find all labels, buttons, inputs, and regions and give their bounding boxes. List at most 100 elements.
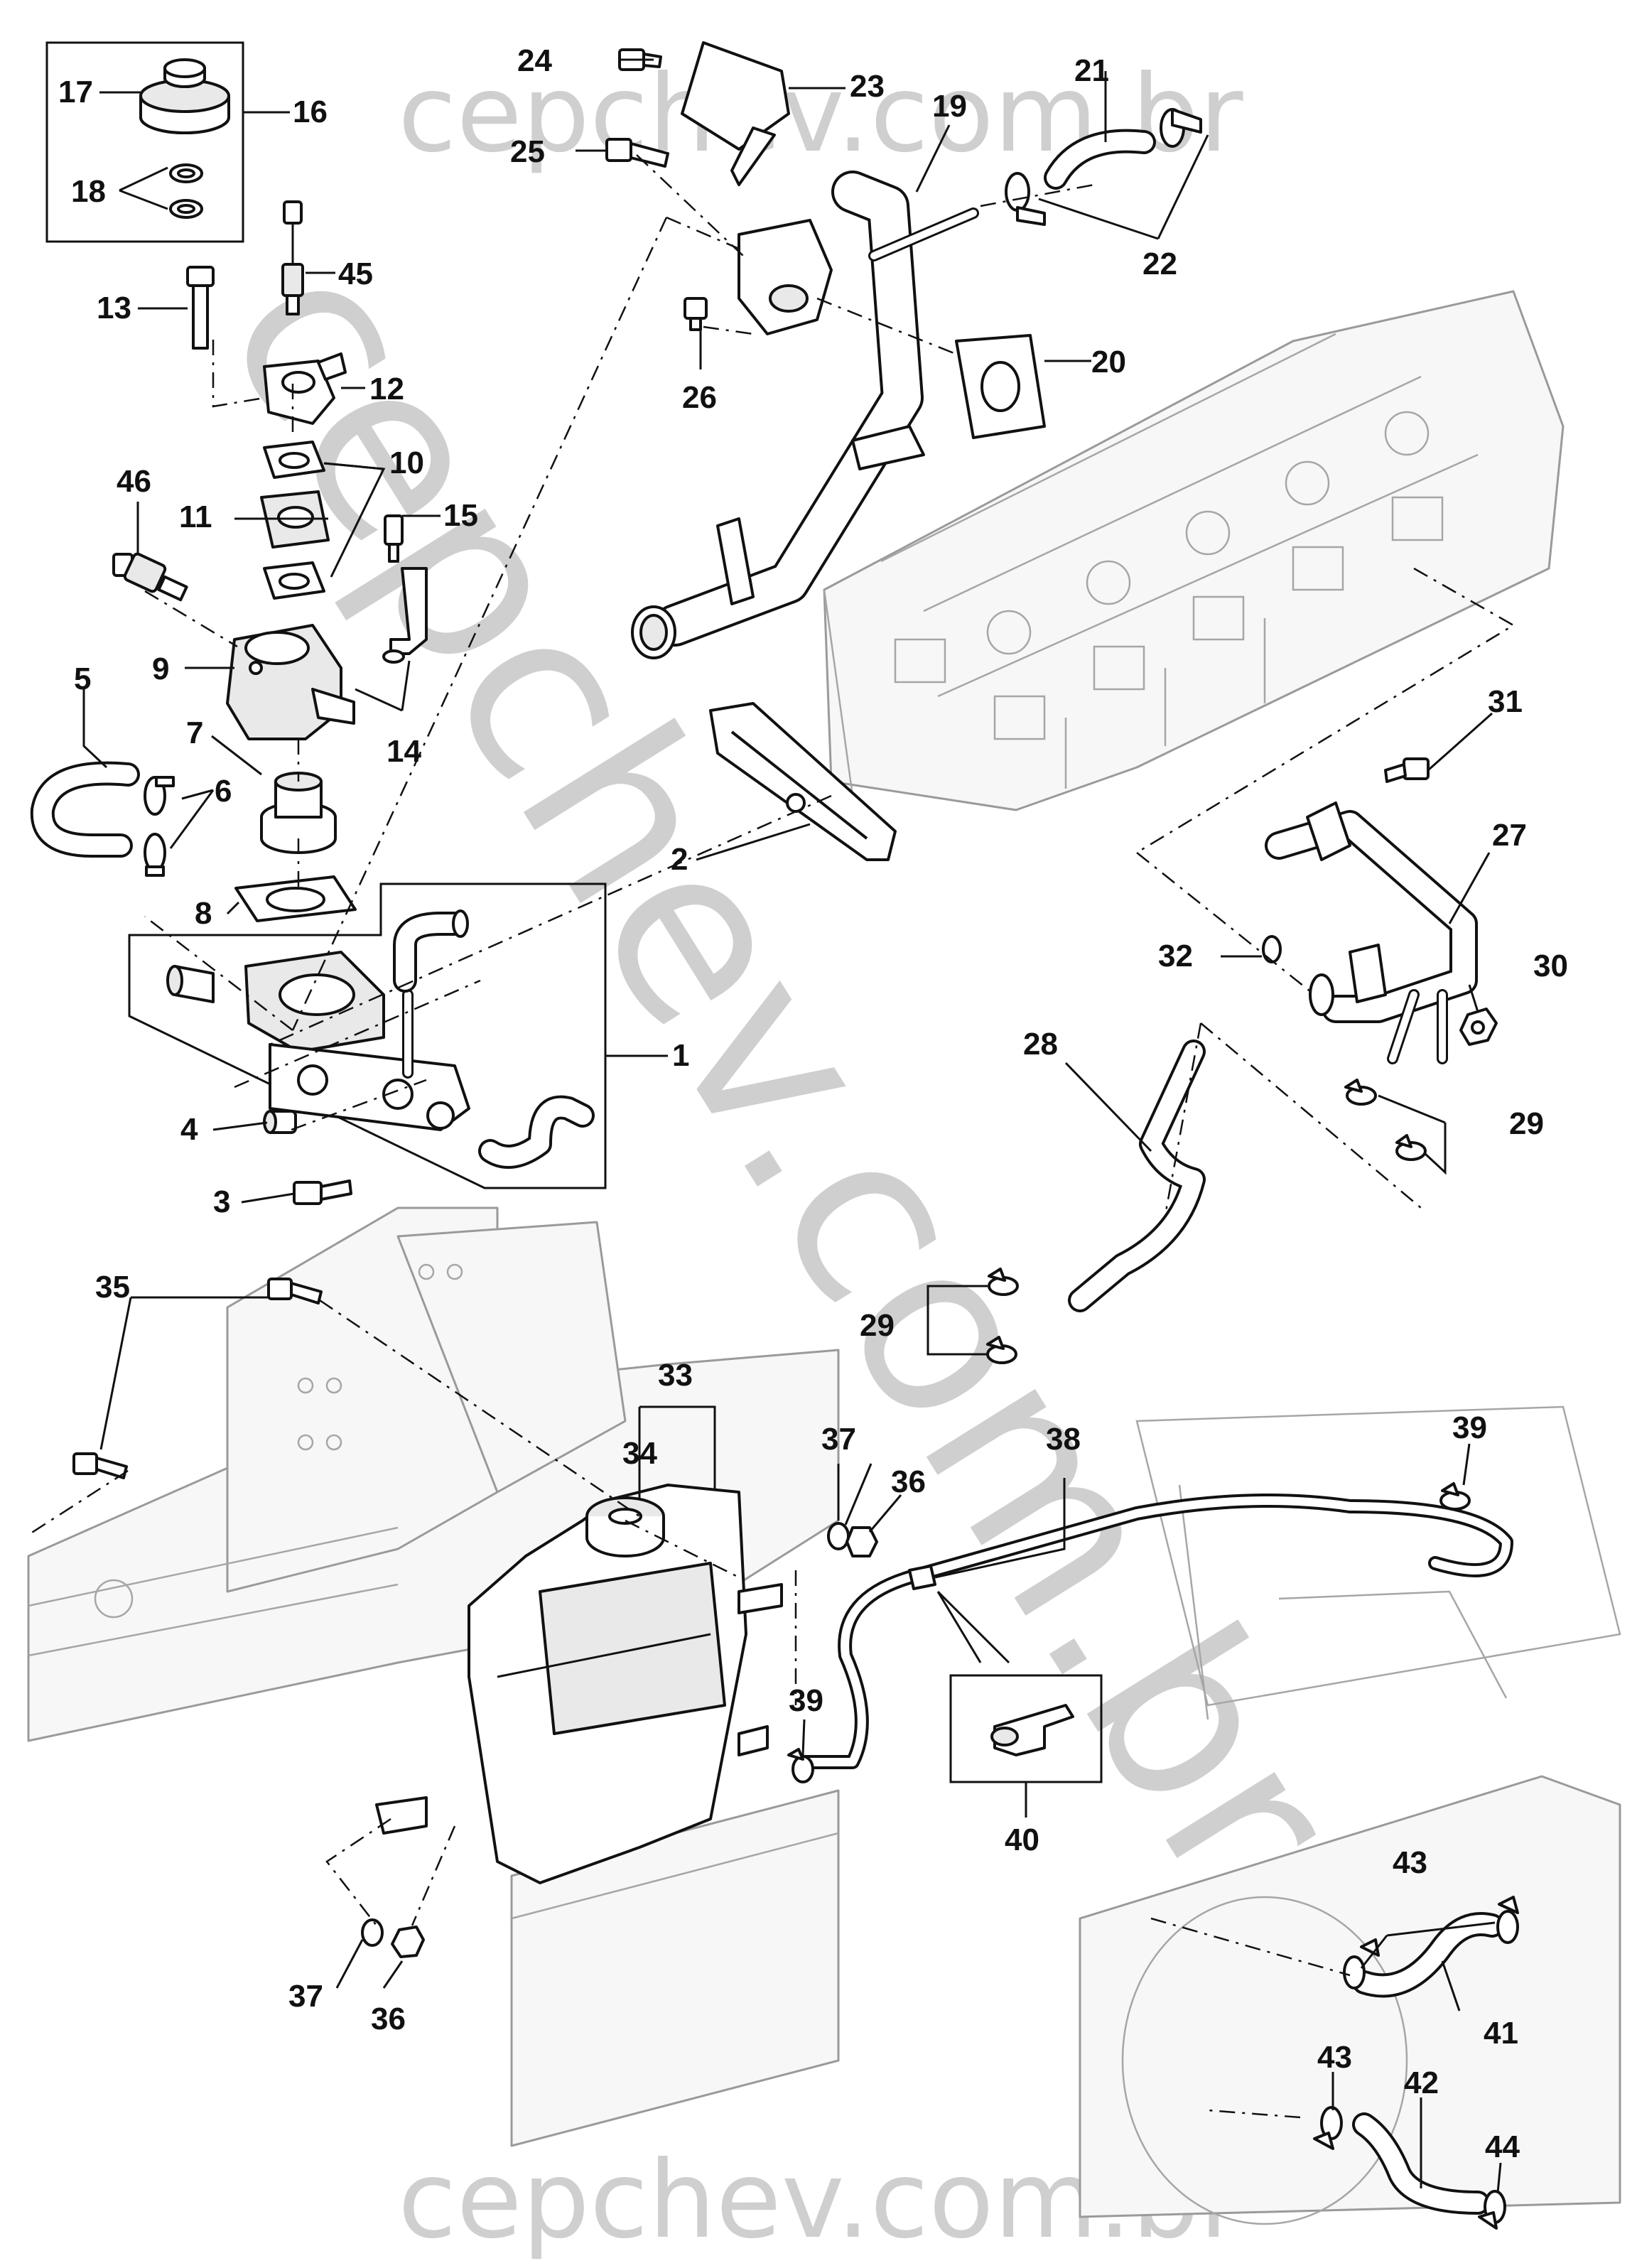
overflow-hose-38 (796, 1494, 1513, 1769)
callout-35: 35 (95, 1270, 130, 1305)
callout-24: 24 (517, 43, 552, 78)
o-ring-32 (1262, 935, 1282, 963)
callout-11: 11 (179, 500, 212, 534)
callout-40: 40 (1005, 1822, 1039, 1857)
chassis-frame-ghost (27, 1206, 840, 2147)
water-pipe-27 (1265, 801, 1478, 1064)
callout-21: 21 (1074, 53, 1109, 88)
clamps-29-upper (1344, 1079, 1427, 1161)
callout-27: 27 (1492, 818, 1527, 853)
bolt-31 (1384, 757, 1430, 783)
gasket-8 (234, 875, 357, 922)
callout-41: 41 (1484, 2016, 1518, 2051)
callout-39b: 39 (789, 1683, 823, 1718)
callout-3: 3 (213, 1184, 230, 1219)
callout-5: 5 (74, 662, 91, 696)
callout-16: 16 (293, 94, 328, 129)
callout-9: 9 (152, 652, 169, 686)
bolt-26 (684, 297, 708, 331)
water-outlet-12 (263, 352, 347, 425)
washer-nut-36-37-upper (827, 1522, 878, 1557)
washer-nut-36-37-lower (361, 1918, 425, 1958)
engine-head-ghost (823, 290, 1565, 811)
sensor-45 (281, 200, 304, 315)
callout-18: 18 (71, 174, 106, 209)
callout-19: 19 (932, 89, 967, 124)
callout-28: 28 (1023, 1027, 1058, 1062)
clamps-43-44-lower (1313, 2106, 1506, 2230)
callout-36a: 36 (891, 1464, 926, 1499)
thermostat-housing-9 (226, 624, 355, 740)
thermostat-7 (260, 772, 337, 854)
callout-33: 33 (658, 1358, 693, 1393)
callout-7: 7 (186, 716, 203, 750)
callout-8: 8 (195, 896, 212, 931)
callout-4: 4 (180, 1112, 198, 1147)
bolt-3 (293, 1179, 352, 1205)
water-pipe-19 (631, 171, 979, 659)
callout-34: 34 (622, 1436, 657, 1471)
expansion-tank-33 (375, 1484, 783, 1884)
elbow-hose-upper (393, 909, 469, 993)
clamps-6 (144, 776, 175, 877)
hose-lower-inlet (478, 1095, 595, 1169)
callout-31: 31 (1488, 684, 1523, 719)
callout-43b: 43 (1317, 2040, 1352, 2075)
callout-labels: 1 2 3 4 5 6 7 8 9 10 11 12 13 14 15 16 1… (58, 43, 1568, 2164)
gaskets-10-11 (260, 441, 330, 600)
callout-12: 12 (369, 372, 404, 406)
callout-45: 45 (338, 256, 373, 291)
temp-sensor-46 (112, 552, 188, 602)
radiator-cap (139, 58, 230, 134)
callout-38: 38 (1046, 1422, 1081, 1457)
callout-2: 2 (671, 842, 688, 877)
clip-40-inset (949, 1674, 1103, 1783)
inset-box-radiator-cap (45, 41, 244, 243)
clamps-22 (1005, 108, 1202, 226)
callout-37a: 37 (821, 1422, 856, 1457)
callout-10: 10 (389, 446, 424, 480)
bracket-14-15 (382, 514, 428, 664)
callout-30: 30 (1533, 949, 1568, 983)
callout-46: 46 (117, 464, 151, 499)
cap-seal-rings (169, 163, 203, 219)
callout-25: 25 (510, 134, 545, 169)
inlet-assembly-box (128, 882, 607, 1189)
alignment-lines (28, 154, 1516, 2119)
bracket-23 (681, 41, 790, 186)
gasket-20 (955, 334, 1046, 439)
callout-32: 32 (1158, 939, 1193, 973)
clamps-39 (787, 1482, 1471, 1783)
hose-28 (1068, 1040, 1206, 1312)
callout-20: 20 (1091, 345, 1126, 379)
water-inlet-housing-1 (166, 951, 470, 1131)
callout-6: 6 (215, 774, 232, 809)
callout-42: 42 (1404, 2066, 1439, 2100)
callout-39a: 39 (1452, 1410, 1487, 1445)
callout-29b: 29 (860, 1308, 895, 1343)
callout-43a: 43 (1393, 1845, 1427, 1880)
callout-26: 26 (682, 380, 717, 415)
callout-13: 13 (97, 291, 131, 325)
callout-17: 17 (58, 75, 93, 109)
clamps-29-lower (986, 1268, 1019, 1364)
callout-22: 22 (1142, 247, 1177, 281)
nut-30 (1459, 1008, 1498, 1046)
gasket-2 (709, 702, 897, 861)
plug-4 (263, 1110, 297, 1134)
hose-21 (1044, 129, 1156, 190)
hose-42 (1352, 2112, 1490, 2215)
callout-1: 1 (672, 1038, 689, 1073)
callout-37b: 37 (288, 1979, 323, 2014)
radiator-shroud-ghost (1079, 1405, 1621, 2225)
bolts-35 (72, 1278, 323, 1479)
bolt-13 (186, 266, 215, 350)
callout-15: 15 (443, 498, 478, 533)
callout-44: 44 (1485, 2129, 1520, 2164)
leader-lines (82, 58, 1502, 2193)
callout-36b: 36 (371, 2002, 406, 2036)
callout-14: 14 (387, 734, 421, 769)
hose-5 (30, 761, 140, 858)
callout-23: 23 (850, 69, 885, 104)
